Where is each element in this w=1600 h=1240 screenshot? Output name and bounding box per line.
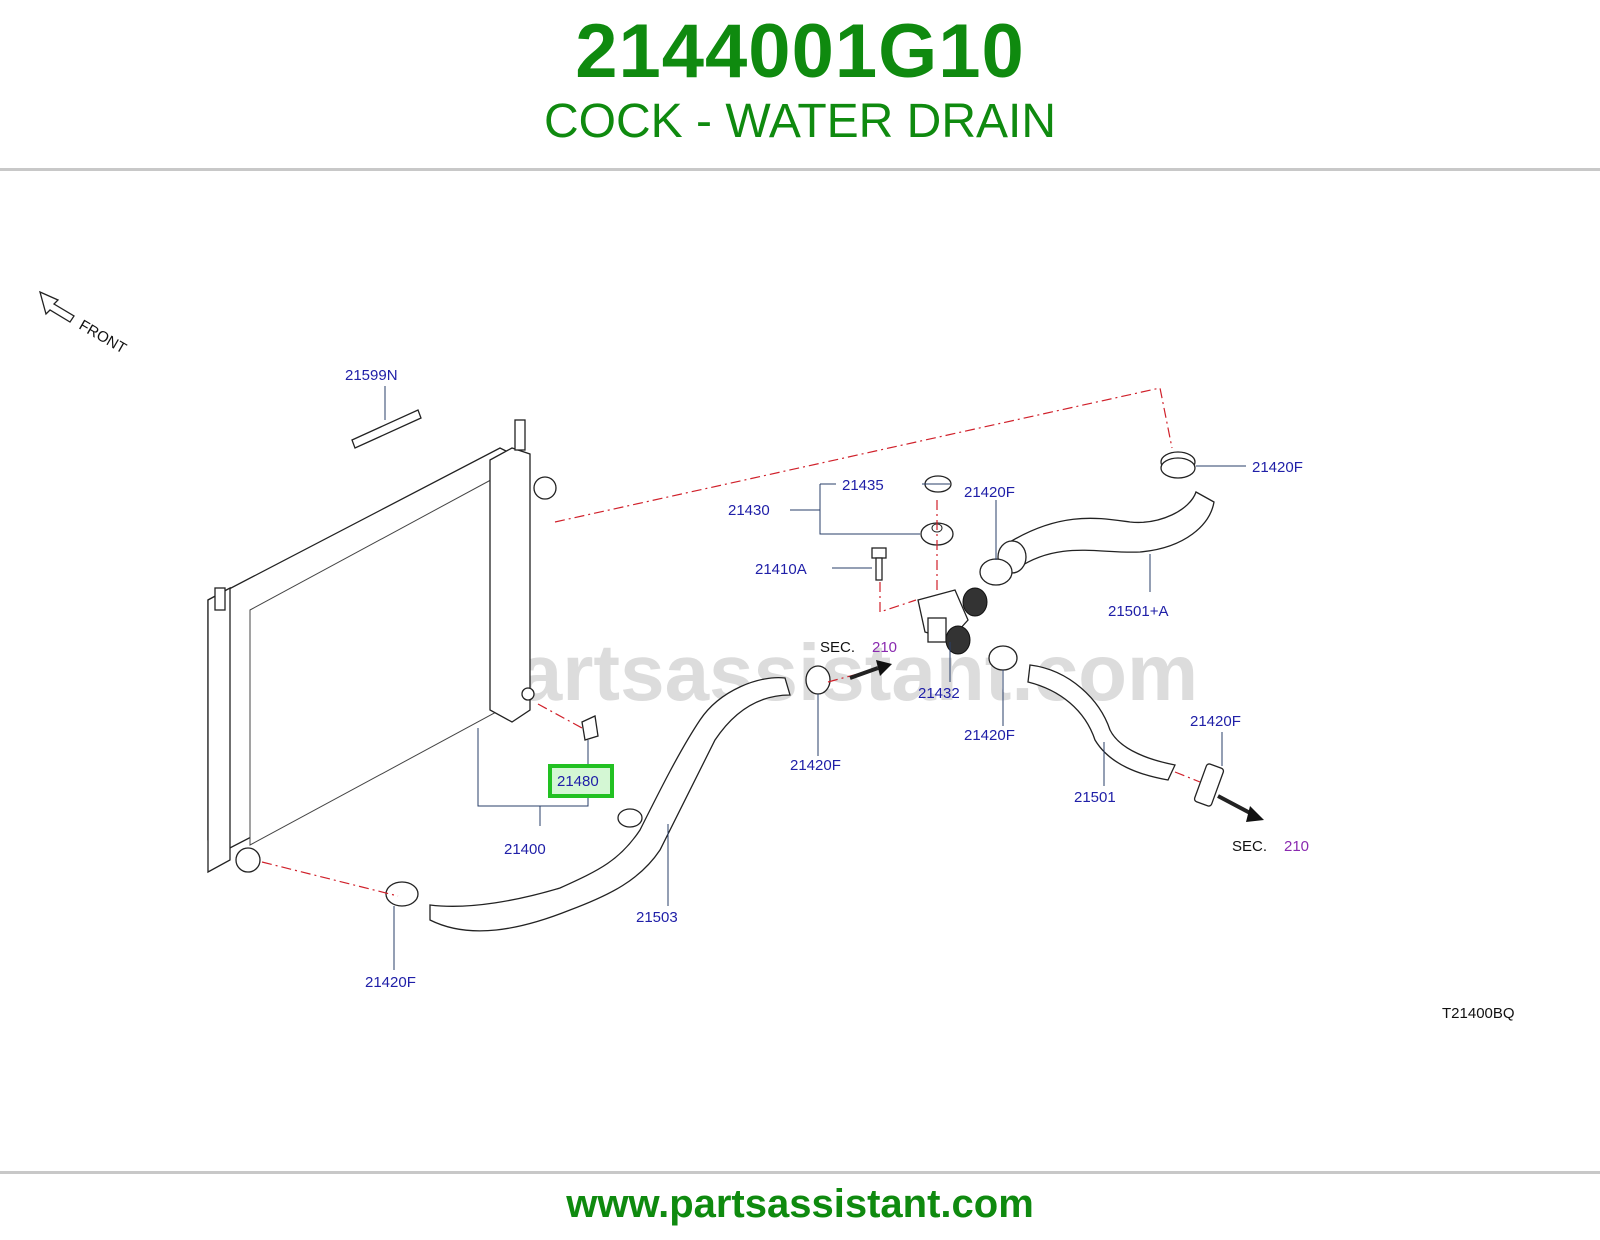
label-21501[interactable]: 21501 [1074,789,1116,806]
label-sec-b-num[interactable]: 210 [1284,838,1309,855]
connect-line-sec-a [827,671,866,683]
label-21420F-c[interactable]: 21420F [964,727,1015,744]
part-number: 2144001G10 [575,9,1025,94]
connect-line-lower [261,861,399,897]
connect-line-drain [537,703,583,729]
water-outlet-part [917,587,988,655]
label-sec-a: SEC. [820,639,855,656]
label-21420F-a[interactable]: 21420F [1252,459,1303,476]
clamp-mid-part [979,558,1013,586]
label-21420F-d[interactable]: 21420F [790,757,841,774]
clamp-top-right-part [1160,451,1196,479]
label-21420F-e[interactable]: 21420F [1190,713,1241,730]
sec-a-arrow-icon [849,660,892,680]
parts-diagram: www.partsassistant.com FRONT 21599N [39,290,1515,1022]
label-sec-b: SEC. [1232,838,1267,855]
front-label: FRONT [76,317,129,358]
label-sec-a-num[interactable]: 210 [872,639,897,656]
highlight-box [548,764,614,798]
bolt-part [871,547,887,581]
connect-line-upper [554,387,1173,523]
label-21410A[interactable]: 21410A [755,561,807,578]
connect-line-sec-b [1174,771,1201,783]
label-21400[interactable]: 21400 [504,841,546,858]
header: 2144001G10 COCK - WATER DRAIN [0,0,1600,170]
connect-line-bolt [879,582,917,613]
label-21430[interactable]: 21430 [728,502,770,519]
lower-hose-part [429,676,791,932]
label-21435[interactable]: 21435 [842,477,884,494]
upper-hose-part [997,491,1215,574]
sec-b-arrow-icon [1217,794,1264,822]
part-name: COCK - WATER DRAIN [544,95,1056,148]
label-21503[interactable]: 21503 [636,909,678,926]
leader-21430 [790,483,920,535]
clamp-lower-mid-hose-part [617,808,643,828]
lower-right-hose-part [1027,664,1176,781]
radiator-part [207,419,557,874]
bottom-divider [0,1171,1600,1174]
leader-21400 [477,728,589,826]
clamp-sec-part [805,665,831,695]
drain-cock-part [581,715,599,741]
label-21501A[interactable]: 21501+A [1108,603,1168,620]
ref-code: T21400BQ [1442,1005,1515,1022]
label-strip-part [351,409,422,449]
label-21420F-b[interactable]: 21420F [964,484,1015,501]
clamp-lower-left-part [385,881,419,907]
front-arrow-icon [39,290,75,323]
label-21599N: 21599N [345,367,398,384]
footer-url[interactable]: www.partsassistant.com [566,1182,1034,1226]
clamp-bottom-right-part [1193,763,1225,807]
clamp-lower-mid-part [988,645,1018,671]
label-21420F-f[interactable]: 21420F [365,974,416,991]
label-21432[interactable]: 21432 [918,685,960,702]
top-divider [0,168,1600,171]
label-21480[interactable]: 21480 [557,773,599,790]
